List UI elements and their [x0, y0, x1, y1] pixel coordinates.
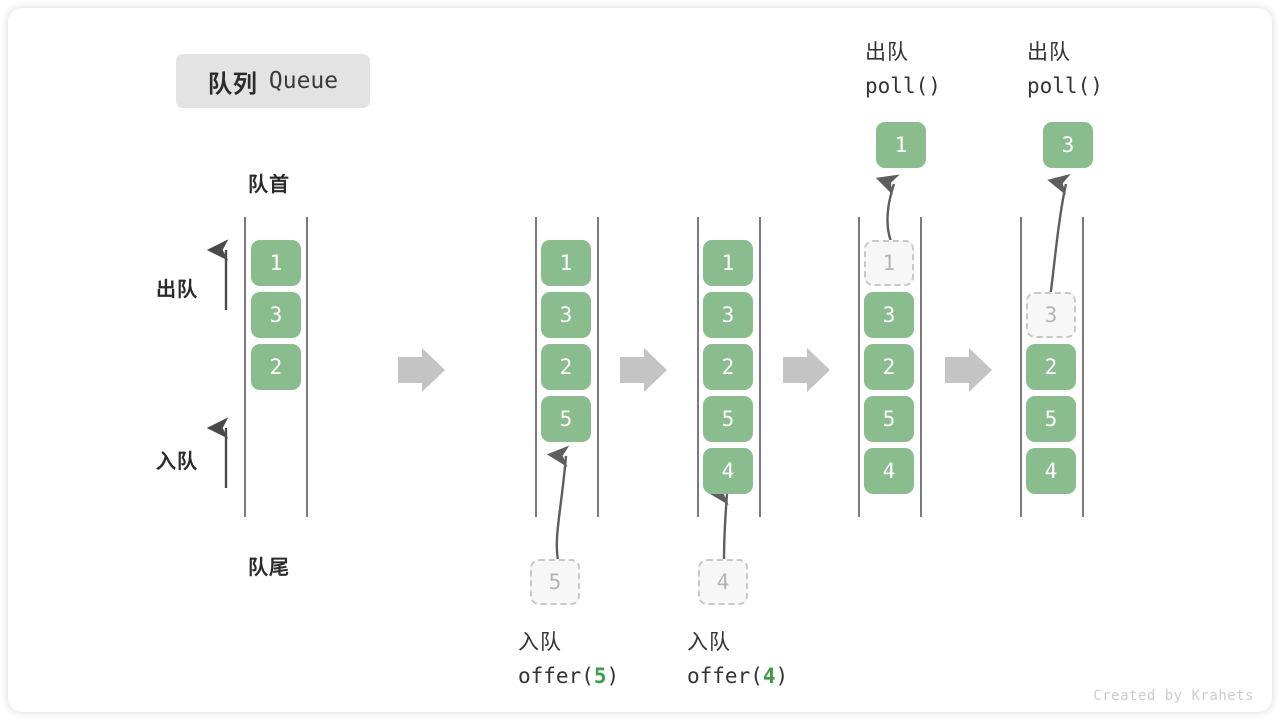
polled-result: 3 [1043, 122, 1093, 168]
queue-cell: 3 [541, 292, 591, 338]
queue-tail-label: 队尾 [248, 557, 290, 579]
caption-code: poll() [865, 70, 941, 102]
enqueue-curve-arrows [546, 445, 731, 561]
code-prefix: offer( [687, 664, 763, 688]
dequeue-arrow-1 [875, 174, 900, 245]
queue-cell: 1 [541, 240, 591, 286]
queue-cell: 2 [541, 344, 591, 390]
enqueue-arrow-4 [707, 483, 731, 561]
caption-poll-3: 出队 poll() [1027, 36, 1103, 102]
caption-code: offer(4) [687, 660, 788, 692]
flow-arrow-1 [398, 348, 445, 392]
flow-arrow-2 [620, 348, 667, 392]
code-arg: 4 [762, 664, 776, 688]
queue-cell: 5 [703, 396, 753, 442]
caption-cn: 入队 [518, 631, 562, 654]
pending-element: 5 [530, 559, 580, 605]
queue-cell: 2 [864, 344, 914, 390]
caption-cn: 出队 [1027, 41, 1071, 64]
queue-cell: 3 [251, 292, 301, 338]
queue-cell-new: 4 [703, 448, 753, 494]
caption-code: offer(5) [518, 660, 619, 692]
removed-element: 1 [864, 240, 914, 286]
flow-arrow-4 [945, 348, 992, 392]
caption-code: poll() [1027, 70, 1103, 102]
enqueue-direction-label: 入队 [156, 451, 198, 473]
polled-result: 1 [876, 122, 926, 168]
enqueue-arrow-5 [546, 445, 570, 561]
queue-cell: 5 [1026, 396, 1076, 442]
code-prefix: poll( [865, 74, 929, 98]
queue-cell: 2 [703, 344, 753, 390]
caption-cn: 入队 [687, 631, 731, 654]
code-suffix: ) [928, 74, 941, 98]
title-chinese: 队列 [207, 70, 258, 98]
queue-rails [244, 217, 1084, 517]
dequeue-direction-label: 出队 [156, 279, 198, 301]
code-suffix: ) [775, 664, 789, 688]
caption-offer-4: 入队 offer(4) [687, 626, 788, 692]
queue-cell: 3 [703, 292, 753, 338]
dequeue-curve-arrows [875, 173, 1071, 299]
code-suffix: ) [1090, 74, 1103, 98]
code-prefix: offer( [518, 664, 594, 688]
flow-arrow-3 [783, 348, 830, 392]
queue-cell: 2 [251, 344, 301, 390]
queue-cell: 4 [864, 448, 914, 494]
removed-element: 3 [1026, 292, 1076, 338]
queue-cell: 5 [864, 396, 914, 442]
dequeue-arrow-3 [1047, 173, 1071, 299]
queue-head-label: 队首 [248, 174, 290, 196]
queue-cell: 1 [703, 240, 753, 286]
watermark-credit: Created by Krahets [1093, 688, 1254, 704]
caption-poll-1: 出队 poll() [865, 36, 941, 102]
queue-cell: 2 [1026, 344, 1076, 390]
title-english: Queue [268, 68, 339, 94]
queue-cell-new: 5 [541, 396, 591, 442]
pending-element: 4 [698, 559, 748, 605]
code-prefix: poll( [1027, 74, 1091, 98]
caption-offer-5: 入队 offer(5) [518, 626, 619, 692]
diagram-vector-layer [206, 173, 1084, 561]
code-suffix: ) [606, 664, 620, 688]
queue-cell: 4 [1026, 448, 1076, 494]
diagram-stage: 队列 Queue 队首 队尾 出队 入队 [8, 8, 1272, 712]
diagram-title-badge: 队列 Queue [176, 54, 370, 108]
queue-cell: 3 [864, 292, 914, 338]
queue-cell: 1 [251, 240, 301, 286]
caption-cn: 出队 [865, 41, 909, 64]
code-arg: 5 [593, 664, 607, 688]
diagram-card: 队列 Queue 队首 队尾 出队 入队 [8, 8, 1272, 712]
